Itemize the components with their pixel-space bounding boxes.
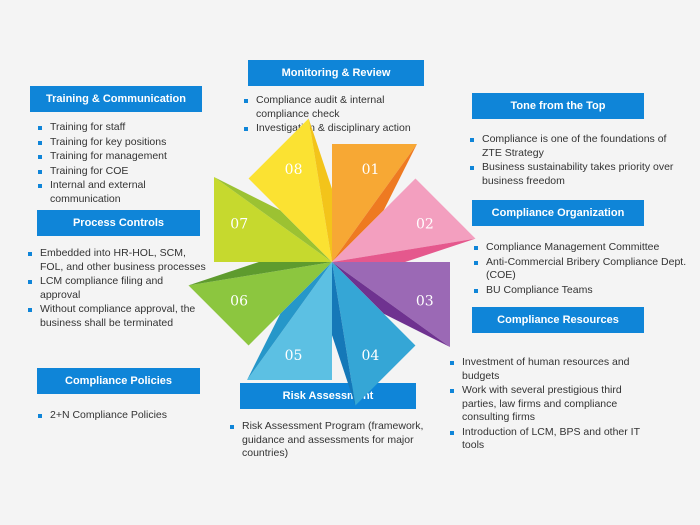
- list-item: Training for COE: [38, 165, 198, 179]
- wheel-segment-number: 04: [361, 348, 379, 364]
- list-item: LCM compliance filing and approval: [28, 275, 206, 302]
- monitoring-review-list: Compliance audit & internal compliance c…: [244, 94, 434, 137]
- list-item: Risk Assessment Program (framework, guid…: [230, 420, 435, 461]
- list-item: Business sustainability takes priority o…: [470, 161, 680, 188]
- list-item: Embedded into HR-HOL, SCM, FOL, and othe…: [28, 247, 206, 274]
- list-item: Internal and external communication: [38, 179, 198, 206]
- wheel-segment-dark: [247, 262, 332, 380]
- list-item: Compliance is one of the foundations of …: [470, 133, 680, 160]
- compliance-policies-list: 2+N Compliance Policies: [38, 409, 198, 424]
- list-item: Training for staff: [38, 121, 198, 135]
- wheel-segment-light: [247, 262, 332, 380]
- wheel-segment-number: 06: [230, 293, 248, 309]
- list-item: Investment of human resources and budget…: [450, 356, 650, 383]
- wheel-segment-dark: [308, 118, 332, 262]
- process-controls-list: Embedded into HR-HOL, SCM, FOL, and othe…: [28, 247, 206, 331]
- wheel-segment-04: 04: [332, 262, 416, 406]
- wheel-segment-number: 07: [230, 217, 248, 233]
- list-item: Compliance Management Committee: [474, 241, 696, 255]
- wheel-segment-02: 02: [332, 178, 476, 262]
- wheel-segment-06: 06: [188, 262, 332, 346]
- wheel-segment-light: [188, 262, 332, 346]
- wheel-segment-dark: [188, 262, 332, 286]
- training-communication-header: Training & Communication: [30, 86, 202, 112]
- wheel-segment-dark: [332, 144, 417, 262]
- wheel-segment-dark: [332, 262, 450, 347]
- wheel-segment-light: [332, 262, 416, 406]
- list-item: Training for management: [38, 150, 198, 164]
- wheel-segment-light: [332, 144, 417, 262]
- wheel-segment-number: 08: [285, 162, 303, 178]
- wheel-segment-07: 07: [214, 177, 332, 262]
- list-item: Anti-Commercial Bribery Compliance Dept.…: [474, 256, 696, 283]
- wheel-segment-03: 03: [332, 262, 450, 347]
- wheel-segment-dark: [332, 238, 476, 262]
- wheel-segment-number: 02: [416, 217, 434, 233]
- compliance-resources-list: Investment of human resources and budget…: [450, 356, 650, 454]
- compliance-resources-header: Compliance Resources: [472, 307, 644, 333]
- wheel-segment-light: [248, 118, 332, 262]
- list-item: Introduction of LCM, BPS and other IT to…: [450, 426, 650, 453]
- wheel-segment-light: [332, 178, 476, 262]
- compliance-organization-header: Compliance Organization: [472, 200, 644, 226]
- wheel-segment-number: 05: [285, 348, 303, 364]
- list-item: BU Compliance Teams: [474, 284, 696, 298]
- tone-from-top-list: Compliance is one of the foundations of …: [470, 133, 680, 189]
- wheel-segment-08: 08: [248, 118, 332, 262]
- wheel-segment-light: [332, 262, 450, 347]
- wheel-segment-01: 01: [332, 144, 417, 262]
- wheel-segment-05: 05: [247, 262, 332, 380]
- wheel-segment-number: 01: [362, 162, 380, 178]
- compliance-policies-header: Compliance Policies: [37, 368, 200, 394]
- list-item: 2+N Compliance Policies: [38, 409, 198, 423]
- wheel-segment-dark: [332, 262, 356, 406]
- list-item: Investigation & disciplinary action: [244, 122, 434, 136]
- tone-from-top-header: Tone from the Top: [472, 93, 644, 119]
- risk-assessment-header: Risk Assessment: [240, 383, 416, 409]
- process-controls-header: Process Controls: [37, 210, 200, 236]
- list-item: Without compliance approval, the busines…: [28, 303, 206, 330]
- list-item: Training for key positions: [38, 136, 198, 150]
- monitoring-review-header: Monitoring & Review: [248, 60, 424, 86]
- wheel-segment-dark: [214, 177, 332, 262]
- wheel-segment-number: 03: [416, 294, 434, 310]
- risk-assessment-list: Risk Assessment Program (framework, guid…: [230, 420, 435, 462]
- list-item: Work with several prestigious third part…: [450, 384, 650, 425]
- list-item: Compliance audit & internal compliance c…: [244, 94, 434, 121]
- wheel-segment-light: [214, 177, 332, 262]
